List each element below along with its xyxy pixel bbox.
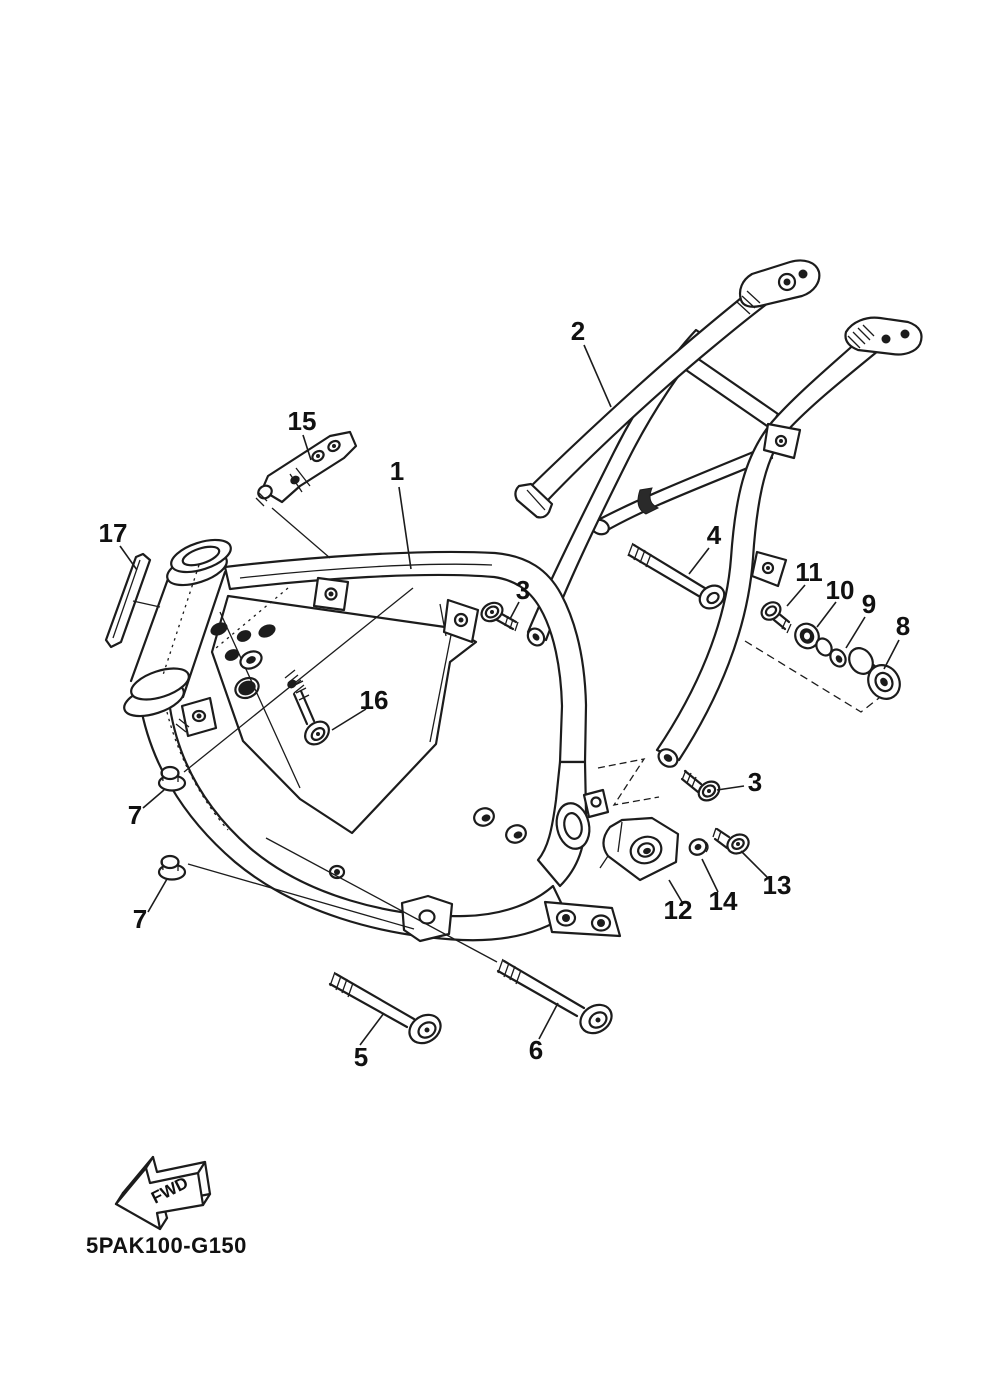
head-tube (123, 538, 232, 718)
fwd-arrow: FWD (114, 1155, 212, 1231)
subframe-rail-left (514, 259, 821, 519)
rear-tab (582, 788, 610, 819)
part-label-16: 16 (360, 685, 389, 715)
part-leader-13 (740, 850, 770, 880)
bolt-3-lower (680, 769, 721, 802)
part-leader-14 (701, 858, 719, 893)
part-label-7a: 7 (128, 800, 142, 830)
part-label-17: 17 (99, 518, 128, 548)
part-label-2: 2 (571, 316, 585, 346)
axis-lines (183, 587, 889, 963)
part-label-5: 5 (354, 1042, 368, 1072)
bolt-3-upper (480, 601, 519, 632)
damper-strip-17 (104, 552, 161, 649)
part-leader-8 (883, 639, 900, 670)
part-label-7b: 7 (133, 904, 147, 934)
footpeg-bracket (543, 900, 622, 938)
part-leader-9 (845, 616, 866, 649)
part-leader-17 (119, 545, 138, 571)
part-label-12: 12 (664, 895, 693, 925)
shock-mount-bracket (439, 598, 480, 644)
bolt-11 (760, 601, 792, 634)
engine-bracket-12 (599, 816, 680, 882)
part-label-14: 14 (709, 886, 738, 916)
weld-hatching-right (847, 324, 875, 349)
part-label-8: 8 (896, 611, 910, 641)
part-label-15: 15 (288, 406, 317, 436)
subframe-rubber-cap (514, 482, 554, 519)
engine-mount-lug-left (175, 696, 218, 738)
flange-nut-7a (157, 765, 187, 792)
bolt-4 (627, 542, 726, 610)
part-label-11: 11 (795, 557, 823, 587)
part-leader-7a (142, 789, 165, 809)
weld-hatching-left (736, 290, 761, 315)
bolt-16 (292, 680, 330, 746)
part-leader-6 (538, 1002, 559, 1040)
part-label-13: 13 (763, 870, 792, 900)
part-label-3a: 3 (516, 575, 530, 605)
part-leader-7b (147, 878, 168, 913)
part-leader-5 (359, 1012, 385, 1046)
part-label-9: 9 (862, 589, 876, 619)
gusset-plate (210, 587, 478, 835)
subframe-crossbar (684, 354, 780, 430)
part-leader-3a (509, 601, 520, 620)
bolt-5 (328, 971, 442, 1045)
part-leader-1 (398, 486, 412, 570)
part-leader-4 (688, 547, 710, 575)
part-leader-15 (302, 434, 312, 461)
part-label-3b: 3 (748, 767, 762, 797)
washer-10 (794, 622, 820, 650)
bolt-6 (496, 958, 613, 1035)
rear-subframe (514, 259, 923, 768)
collar-9 (815, 637, 847, 668)
part-label-4: 4 (707, 520, 722, 550)
flange-nut-7b (157, 854, 187, 881)
part-leader-12 (668, 879, 683, 903)
backbone-bracket (312, 576, 350, 612)
part-leader-3b (716, 785, 745, 791)
part-leader-11 (786, 584, 806, 607)
part-leader-10 (816, 601, 837, 628)
part-label-1: 1 (390, 456, 404, 486)
part-leader-2 (583, 344, 612, 408)
collar-14 (688, 838, 709, 856)
part-label-6: 6 (529, 1035, 543, 1065)
pivot-lugs (473, 807, 527, 844)
diagram-code: 5PAK100-G150 (86, 1233, 247, 1258)
cradle-center-tab (400, 894, 454, 943)
damper-8 (848, 647, 901, 700)
rear-shock-boss (555, 802, 591, 850)
part-leader-16 (331, 708, 367, 731)
bracket-15 (255, 430, 358, 559)
bolt-13 (712, 827, 750, 855)
part-label-10: 10 (826, 575, 855, 605)
subframe-rail-right (655, 316, 923, 768)
main-frame (123, 538, 622, 943)
mount-stud (284, 669, 305, 694)
